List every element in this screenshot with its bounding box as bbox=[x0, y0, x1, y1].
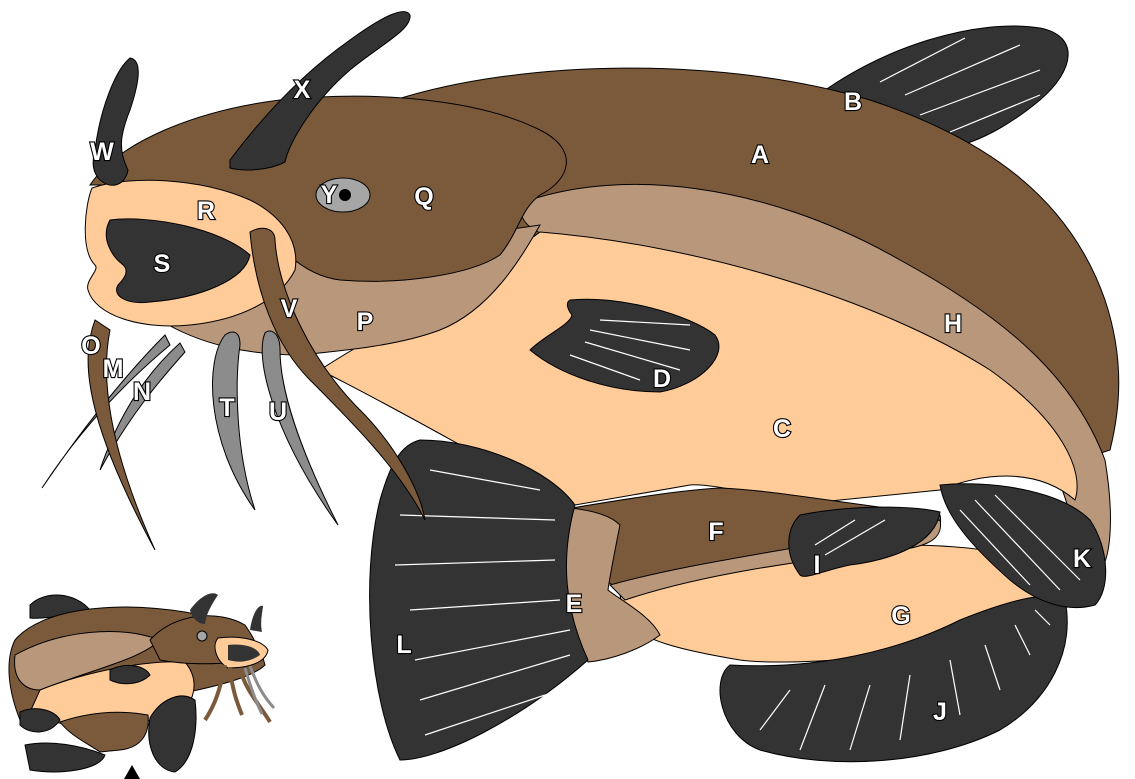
label-c: C bbox=[773, 415, 791, 443]
label-t: T bbox=[219, 394, 234, 422]
label-f: F bbox=[708, 518, 723, 546]
label-p: P bbox=[357, 308, 374, 336]
label-o: O bbox=[81, 332, 100, 360]
label-s: S bbox=[154, 250, 171, 278]
label-m: M bbox=[103, 355, 124, 383]
label-u: U bbox=[269, 398, 287, 426]
label-b: B bbox=[844, 88, 862, 116]
label-i: I bbox=[814, 551, 821, 579]
label-y: Y bbox=[321, 181, 338, 209]
label-q: Q bbox=[414, 183, 433, 211]
label-r: R bbox=[197, 197, 215, 225]
label-j: J bbox=[933, 698, 947, 726]
label-n: N bbox=[133, 378, 151, 406]
label-v: V bbox=[281, 295, 298, 323]
label-w: W bbox=[90, 138, 114, 166]
label-h: H bbox=[944, 310, 962, 338]
label-x: X bbox=[294, 76, 311, 104]
label-e: E bbox=[566, 590, 583, 618]
label-g: G bbox=[891, 602, 910, 630]
label-l: L bbox=[396, 631, 411, 659]
label-k: K bbox=[1073, 545, 1091, 573]
label-d: D bbox=[653, 365, 671, 393]
label-a: A bbox=[751, 141, 769, 169]
